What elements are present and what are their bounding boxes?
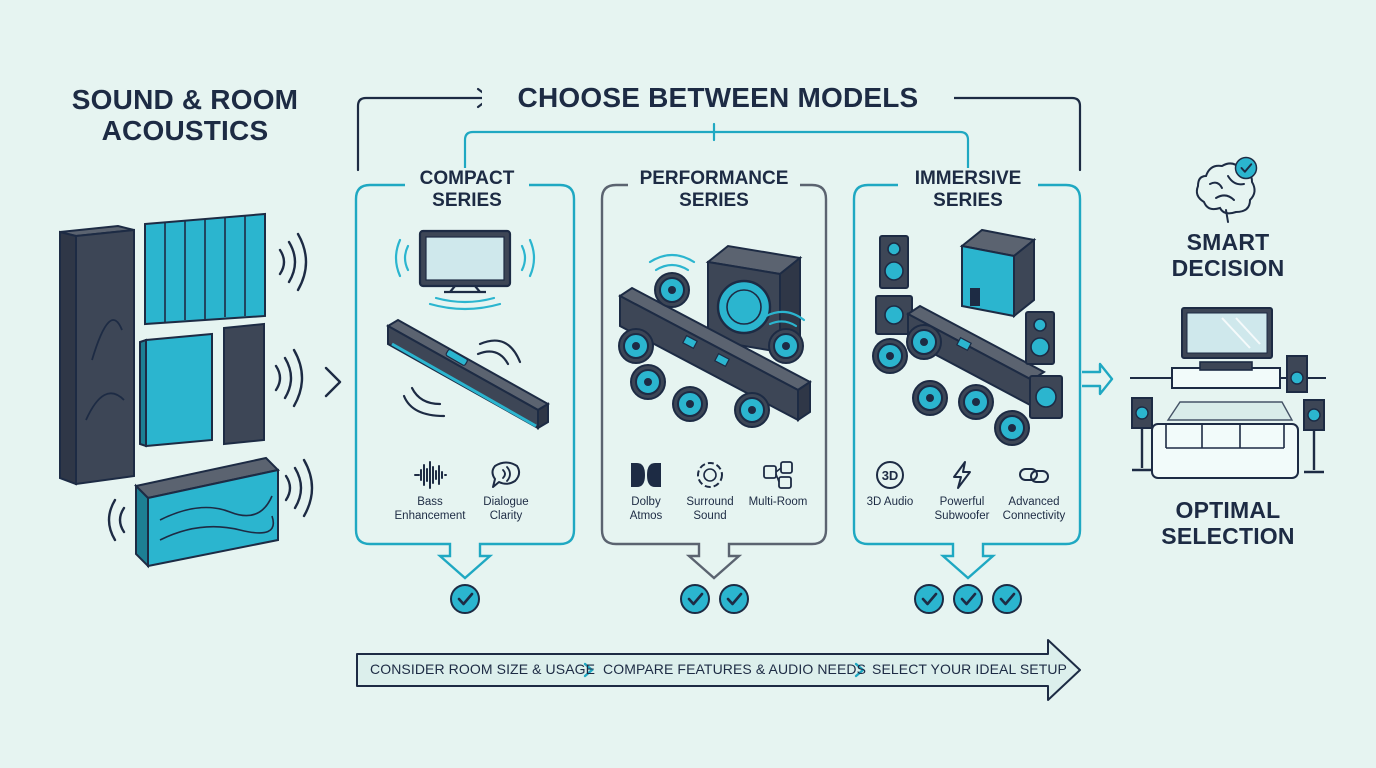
performance-box <box>600 183 828 580</box>
feature-line2: Sound <box>693 509 727 522</box>
optimal-selection-line2: SELECTION <box>1161 522 1295 549</box>
feature-line1: Bass <box>417 496 443 508</box>
performance-title: PERFORMANCE SERIES <box>628 168 800 212</box>
feature-line2: Subwoofer <box>934 509 990 522</box>
performance-title-line2: SERIES <box>679 189 749 211</box>
process-arrow <box>356 639 1081 701</box>
speech-bubble-icon <box>491 461 521 488</box>
feature-line2: Enhancement <box>394 509 466 522</box>
feature-dialogue-clarity: Dialogue Clarity <box>458 460 554 524</box>
feature-dolby-atmos: Dolby Atmos <box>598 460 694 524</box>
feature-line1: Dolby <box>631 496 661 508</box>
compact-title: COMPACT SERIES <box>405 168 529 212</box>
step-compare-features: COMPARE FEATURES & AUDIO NEEDS <box>603 661 867 677</box>
feature-line1: Powerful <box>939 496 985 508</box>
immersive-title-line1: IMMERSIVE <box>914 168 1022 189</box>
tv-waves <box>394 238 536 311</box>
main-title: CHOOSE BETWEEN MODELS <box>482 82 954 114</box>
chevron-right-icon <box>324 366 342 398</box>
feature-bass-enhancement: Bass Enhancement <box>382 460 478 524</box>
feature-line2: Atmos <box>629 509 663 522</box>
home-theater-illustration <box>1130 307 1326 479</box>
immersive-box <box>852 183 1082 580</box>
surround-icon <box>697 462 723 488</box>
left-title-line1: SOUND & ROOM <box>71 84 299 115</box>
multi-room-icon <box>763 461 793 489</box>
feature-multi-room: Multi-Room <box>730 460 826 510</box>
link-icon <box>1019 468 1049 483</box>
immersive-checks <box>913 583 1023 615</box>
feature-advanced-connectivity: Advanced Connectivity <box>986 460 1082 524</box>
optimal-selection-line1: OPTIMAL <box>1175 497 1281 523</box>
feature-line1: Dialogue <box>483 496 529 508</box>
feature-line1: 3D Audio <box>866 496 914 508</box>
compact-checks <box>449 583 481 615</box>
performance-waves <box>648 253 806 328</box>
performance-title-line1: PERFORMANCE <box>639 168 789 189</box>
compact-title-line1: COMPACT <box>419 168 515 189</box>
inner-bracket <box>463 122 970 172</box>
compact-title-line2: SERIES <box>432 189 502 211</box>
left-title: SOUND & ROOM ACOUSTICS <box>40 84 330 147</box>
brain-check-icon <box>1234 156 1258 180</box>
left-title-line2: ACOUSTICS <box>101 115 269 147</box>
waveform-icon <box>414 461 447 489</box>
step-select-setup: SELECT YOUR IDEAL SETUP <box>872 661 1067 677</box>
3d-icon-text: 3D <box>882 468 899 483</box>
soundbar-waves <box>402 339 522 418</box>
lightning-icon <box>953 461 971 489</box>
sound-waves-left <box>107 232 314 542</box>
brain-icon <box>1195 162 1256 223</box>
smart-decision-line1: SMART <box>1186 229 1270 255</box>
feature-line1: Advanced <box>1008 496 1060 508</box>
smart-decision-label: SMART DECISION <box>1140 229 1316 282</box>
right-arrow <box>1082 362 1114 396</box>
performance-speakers <box>618 244 812 428</box>
feature-line1: Surround <box>686 496 734 508</box>
immersive-title-line2: SERIES <box>933 189 1003 211</box>
tv-illustration <box>418 229 512 294</box>
step-consider-room: CONSIDER ROOM SIZE & USAGE <box>370 661 596 677</box>
3d-icon: 3D <box>876 461 904 489</box>
feature-3d-audio: 3D 3D Audio <box>842 460 938 510</box>
dolby-icon <box>631 463 661 487</box>
performance-checks <box>679 583 750 615</box>
compact-box <box>354 183 576 580</box>
feature-line2: Clarity <box>489 509 523 522</box>
feature-powerful-subwoofer: Powerful Subwoofer <box>914 460 1010 524</box>
compact-soundbar <box>386 318 550 430</box>
immersive-title: IMMERSIVE SERIES <box>898 168 1038 212</box>
feature-line1: Multi-Room <box>748 496 808 508</box>
feature-surround-sound: Surround Sound <box>662 460 758 524</box>
immersive-speakers <box>872 228 1063 446</box>
smart-decision-line2: DECISION <box>1171 254 1285 281</box>
feature-line2: Connectivity <box>1002 509 1066 522</box>
acoustic-panels-illustration <box>59 212 281 569</box>
optimal-selection-label: OPTIMAL SELECTION <box>1140 497 1316 550</box>
